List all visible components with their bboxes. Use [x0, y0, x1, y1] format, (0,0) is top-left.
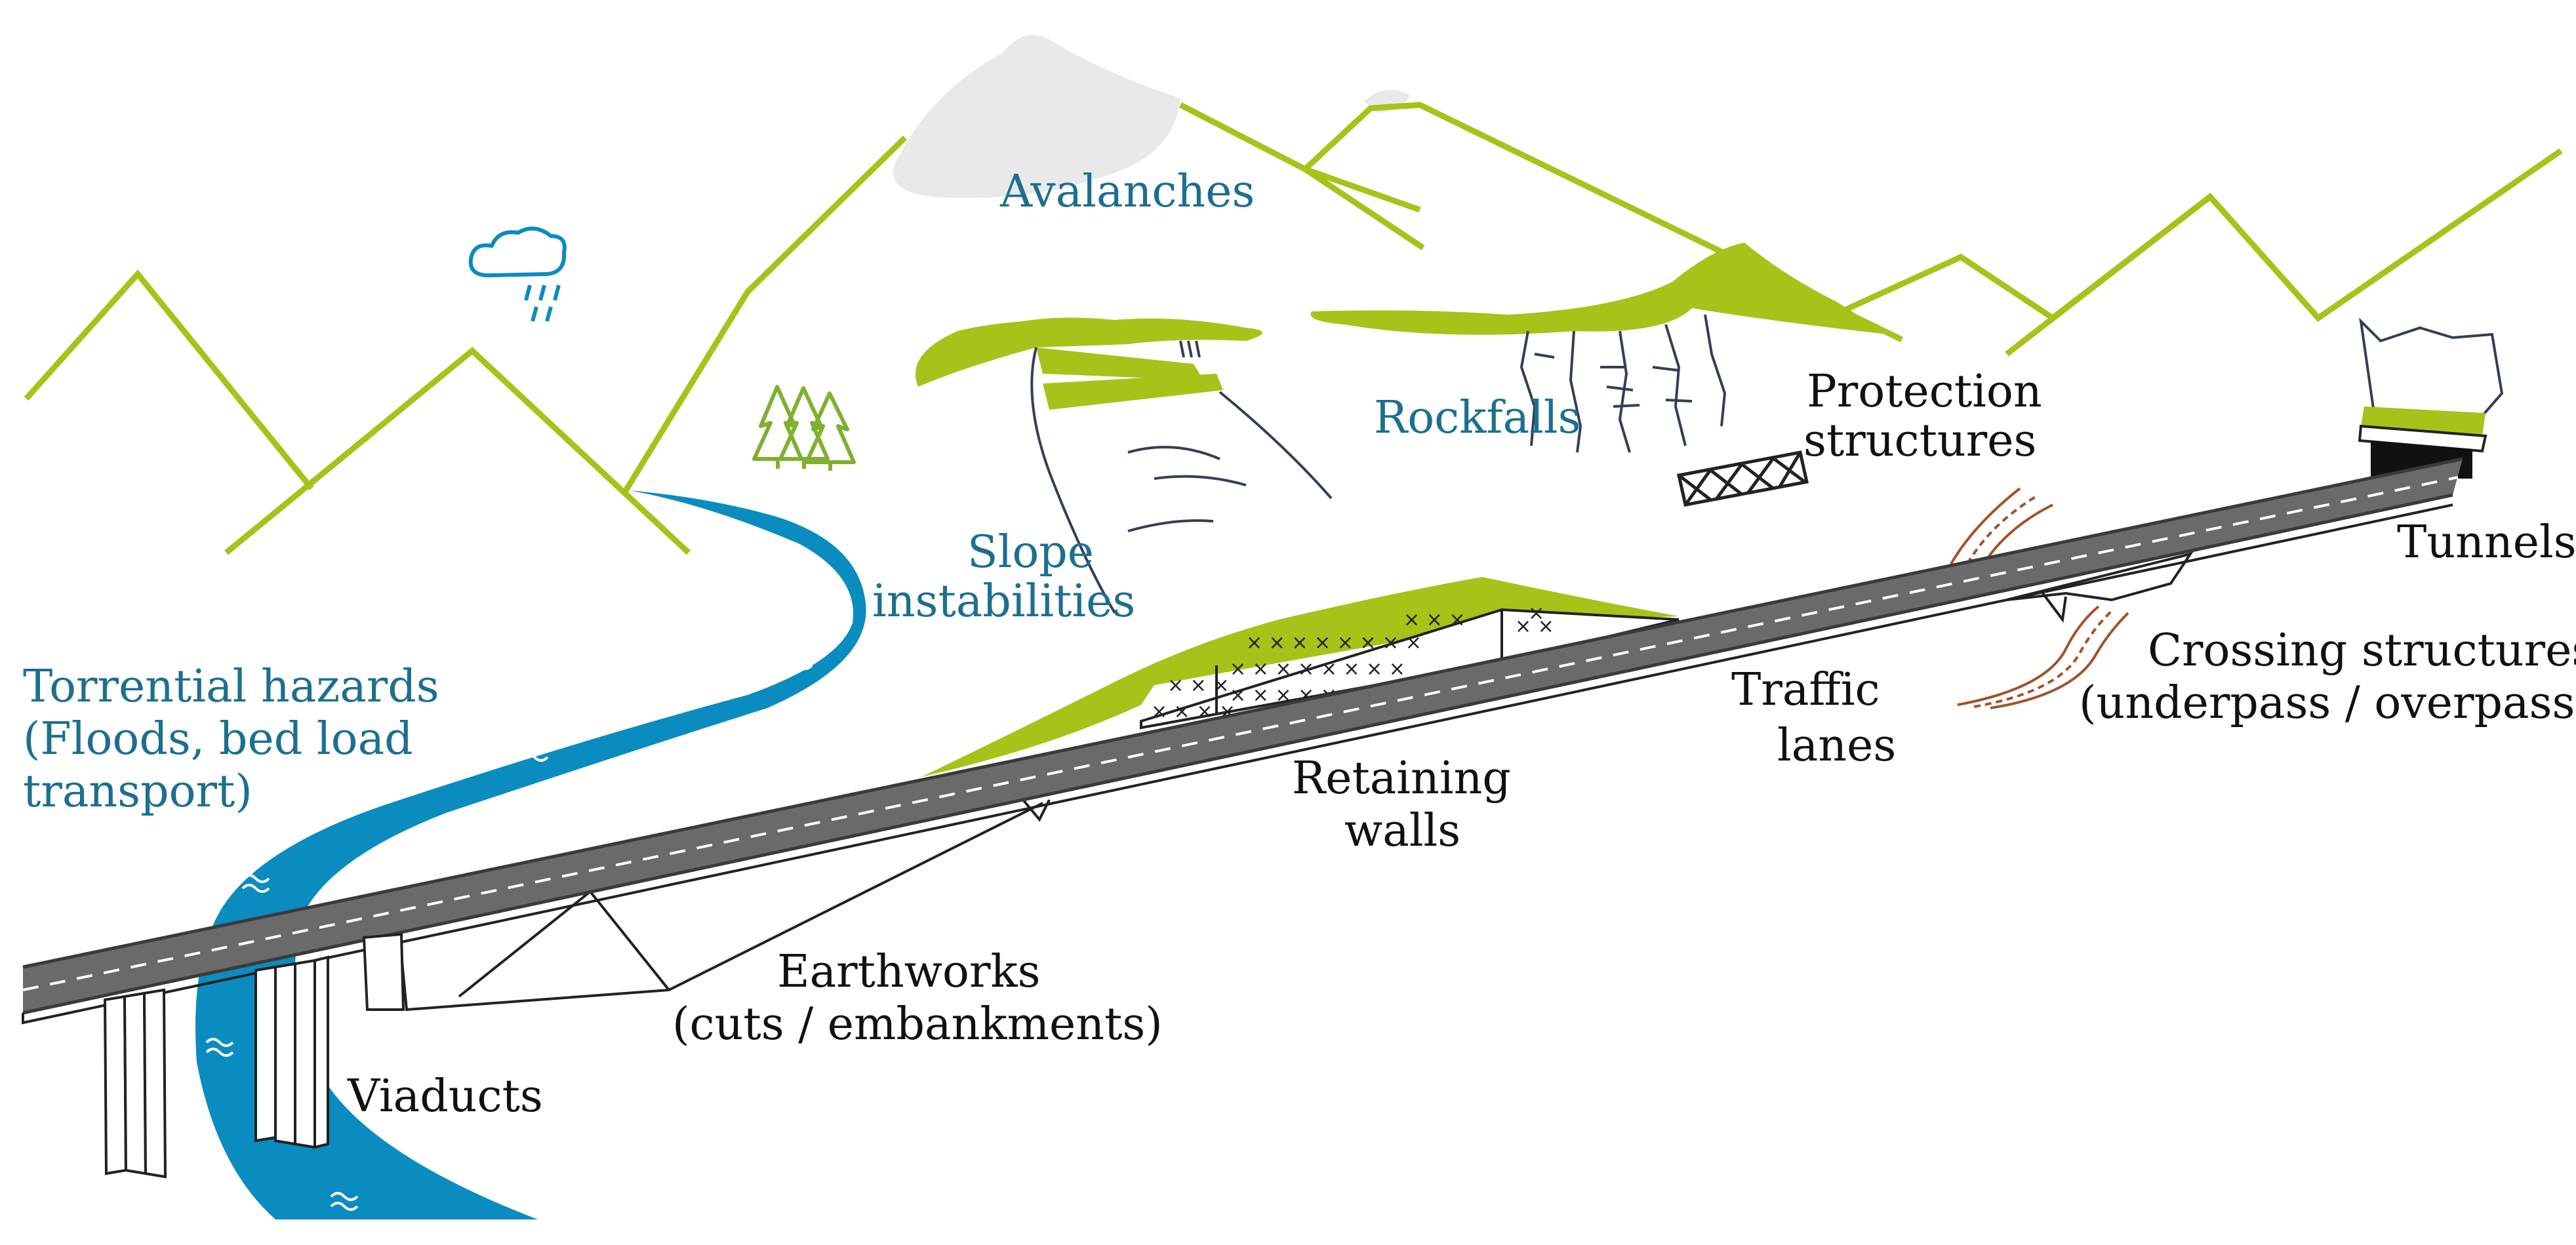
- slope-instability-illustration: [916, 317, 1333, 614]
- tunnel-portal-illustration: [2358, 317, 2504, 479]
- retaining-wall-illustration: × × × × × × × × × × × × × × × × × × × × …: [921, 577, 1680, 777]
- rain-cloud-icon: [468, 226, 567, 322]
- rockfall-cliff-illustration: [1310, 243, 1889, 453]
- traffic-lanes-road: [22, 457, 2463, 1025]
- protection-structure-icon: [1676, 450, 1809, 507]
- svg-text:× × ×: × × ×: [1167, 674, 1229, 697]
- river: [195, 490, 866, 1219]
- svg-text:× × × × × × × ×: × × × × × × × ×: [1246, 631, 1422, 654]
- label-traffic-lanes-1: Traffic: [1731, 664, 1880, 716]
- label-protection-structures-1: Protection: [1807, 366, 2042, 418]
- label-earthworks-1: Earthworks: [777, 946, 1041, 998]
- infrastructure-labels: Protection structures Tunnels Crossing s…: [347, 366, 2576, 1122]
- label-protection-structures-2: structures: [1803, 415, 2036, 467]
- label-viaducts: Viaducts: [347, 1071, 543, 1122]
- label-torrential-hazards-1: Torrential hazards: [23, 661, 439, 713]
- svg-text:× × ×: × × ×: [1403, 608, 1465, 631]
- label-crossing-structures-2: (underpass / overpass): [2079, 677, 2576, 729]
- viaduct-piers: [103, 932, 405, 1179]
- label-earthworks-2: (cuts / embankments): [672, 998, 1163, 1050]
- crossing-structure-illustration: [1950, 487, 2194, 709]
- label-slope-instabilities-1: Slope: [967, 526, 1094, 578]
- label-avalanches: Avalanches: [999, 166, 1255, 218]
- svg-text:× × × × × × × ×: × × × × × × × ×: [1230, 658, 1405, 681]
- svg-text:× ×: × ×: [1515, 615, 1554, 638]
- label-torrential-hazards-2: (Floods, bed load: [23, 713, 413, 765]
- label-retaining-walls-2: walls: [1344, 805, 1460, 857]
- hazard-labels: Avalanches Rockfalls Slope instabilities…: [23, 166, 1581, 818]
- forest-trees-icon: [752, 385, 856, 471]
- label-tunnels: Tunnels: [2397, 517, 2576, 568]
- label-slope-instabilities-2: instabilities: [872, 576, 1135, 627]
- label-rockfalls: Rockfalls: [1374, 392, 1581, 444]
- mountain-ridges: [24, 102, 2563, 555]
- label-retaining-walls-1: Retaining: [1292, 753, 1511, 804]
- label-crossing-structures-1: Crossing structures: [2148, 625, 2576, 677]
- svg-text:×: ×: [1528, 602, 1544, 625]
- label-traffic-lanes-2: lanes: [1777, 720, 1896, 772]
- label-torrential-hazards-3: transport): [23, 766, 252, 818]
